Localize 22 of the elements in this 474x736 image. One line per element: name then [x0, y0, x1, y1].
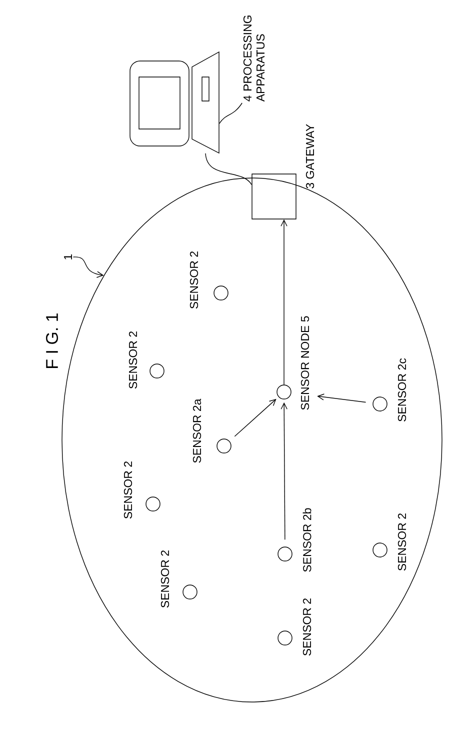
cable: [205, 153, 252, 185]
arrow: [317, 394, 366, 403]
sensor-label: SENSOR 2a: [192, 398, 202, 463]
apparatus-label: 4 PROCESSING APPARATUS: [243, 16, 265, 102]
figure-title: F I G. 1: [46, 314, 58, 368]
arrow: [280, 402, 288, 540]
sensor-label: SENSOR 2: [128, 332, 138, 389]
sensor-label: SENSOR 2: [302, 598, 312, 656]
arrow: [234, 398, 276, 437]
network-area: [62, 178, 442, 702]
sensor-label: SENSOR 2: [124, 462, 132, 519]
sensor-label: SENSOR 2: [190, 252, 198, 309]
arrow: [280, 219, 288, 385]
sensor-label: SENSOR 2: [160, 550, 170, 608]
sensor-label: SENSOR 2c: [398, 358, 406, 422]
leader-line: [219, 102, 242, 124]
sensor-label: SENSOR 2: [398, 514, 406, 571]
sensor-label: SENSOR NODE 5: [300, 316, 310, 410]
leader-line: [72, 256, 104, 278]
reference-numeral: 1: [64, 254, 72, 260]
gateway-label: 3 GATEWAY: [306, 124, 314, 188]
sensor-label: SENSOR 2b: [302, 508, 312, 572]
